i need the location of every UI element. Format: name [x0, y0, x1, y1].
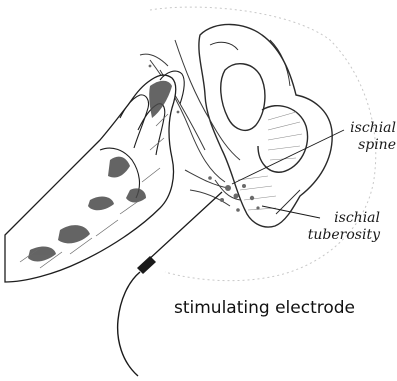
- ischial-tuberosity-label-line2: tuberosity: [306, 227, 380, 244]
- leader-lines: [232, 130, 344, 218]
- ischial-spine-label: ischial spine: [344, 120, 396, 154]
- ischial-tuberosity-label: ischial tuberosity: [306, 210, 380, 244]
- ischial-tuberosity-label-line1: ischial: [306, 210, 380, 227]
- ischial-spine-label-line1: ischial: [344, 120, 396, 137]
- bone-shading: [238, 112, 302, 210]
- stimulating-electrode-label: stimulating electrode: [174, 298, 355, 318]
- pelvic-bone: [199, 24, 332, 227]
- ischial-spine-label-line2: spine: [344, 137, 396, 154]
